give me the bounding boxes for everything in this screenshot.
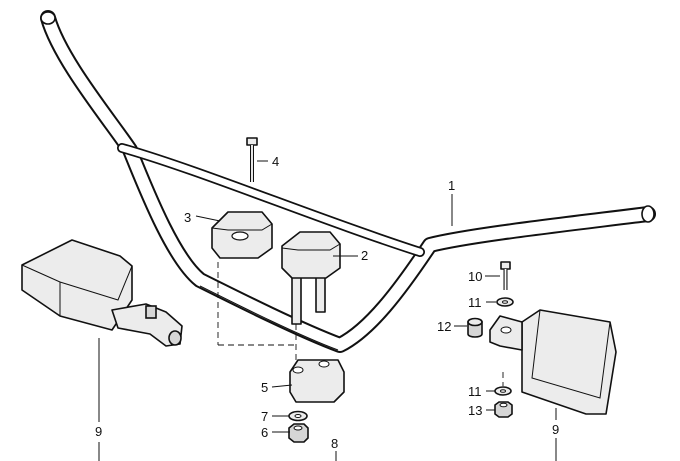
callout-11-top: 11 [468, 295, 482, 310]
callout-10: 10 [468, 269, 482, 284]
clamp-cap-3 [211, 211, 273, 259]
bushing-12 [467, 317, 483, 338]
callout-8: 8 [331, 436, 338, 451]
leader-lines [98, 160, 557, 461]
nut-6 [288, 423, 309, 443]
washer-7 [288, 410, 308, 422]
callout-12: 12 [437, 319, 451, 334]
handlebar-tube [40, 10, 656, 353]
callout-1: 1 [448, 178, 455, 193]
nut-13 [494, 401, 513, 418]
callout-9-left: 9 [95, 424, 102, 439]
callout-7: 7 [261, 409, 268, 424]
bolt-4 [246, 137, 258, 182]
handguard-left [21, 239, 183, 347]
callout-13: 13 [468, 403, 482, 418]
callout-6: 6 [261, 425, 268, 440]
callout-4: 4 [272, 154, 279, 169]
riser-clamp-2 [281, 231, 341, 325]
callout-5: 5 [261, 380, 268, 395]
handguard-right [489, 309, 617, 415]
screw-10 [500, 261, 511, 290]
callout-3: 3 [184, 210, 191, 225]
callout-2: 2 [361, 248, 368, 263]
callout-11-bottom: 11 [468, 384, 482, 399]
callouts: 1 2 3 4 5 6 7 8 9 9 10 11 12 11 13 [95, 154, 559, 451]
lower-clamp-5 [289, 359, 345, 403]
washer-11-bottom [494, 386, 512, 396]
callout-9-right: 9 [552, 422, 559, 437]
washer-11-top [496, 297, 514, 307]
